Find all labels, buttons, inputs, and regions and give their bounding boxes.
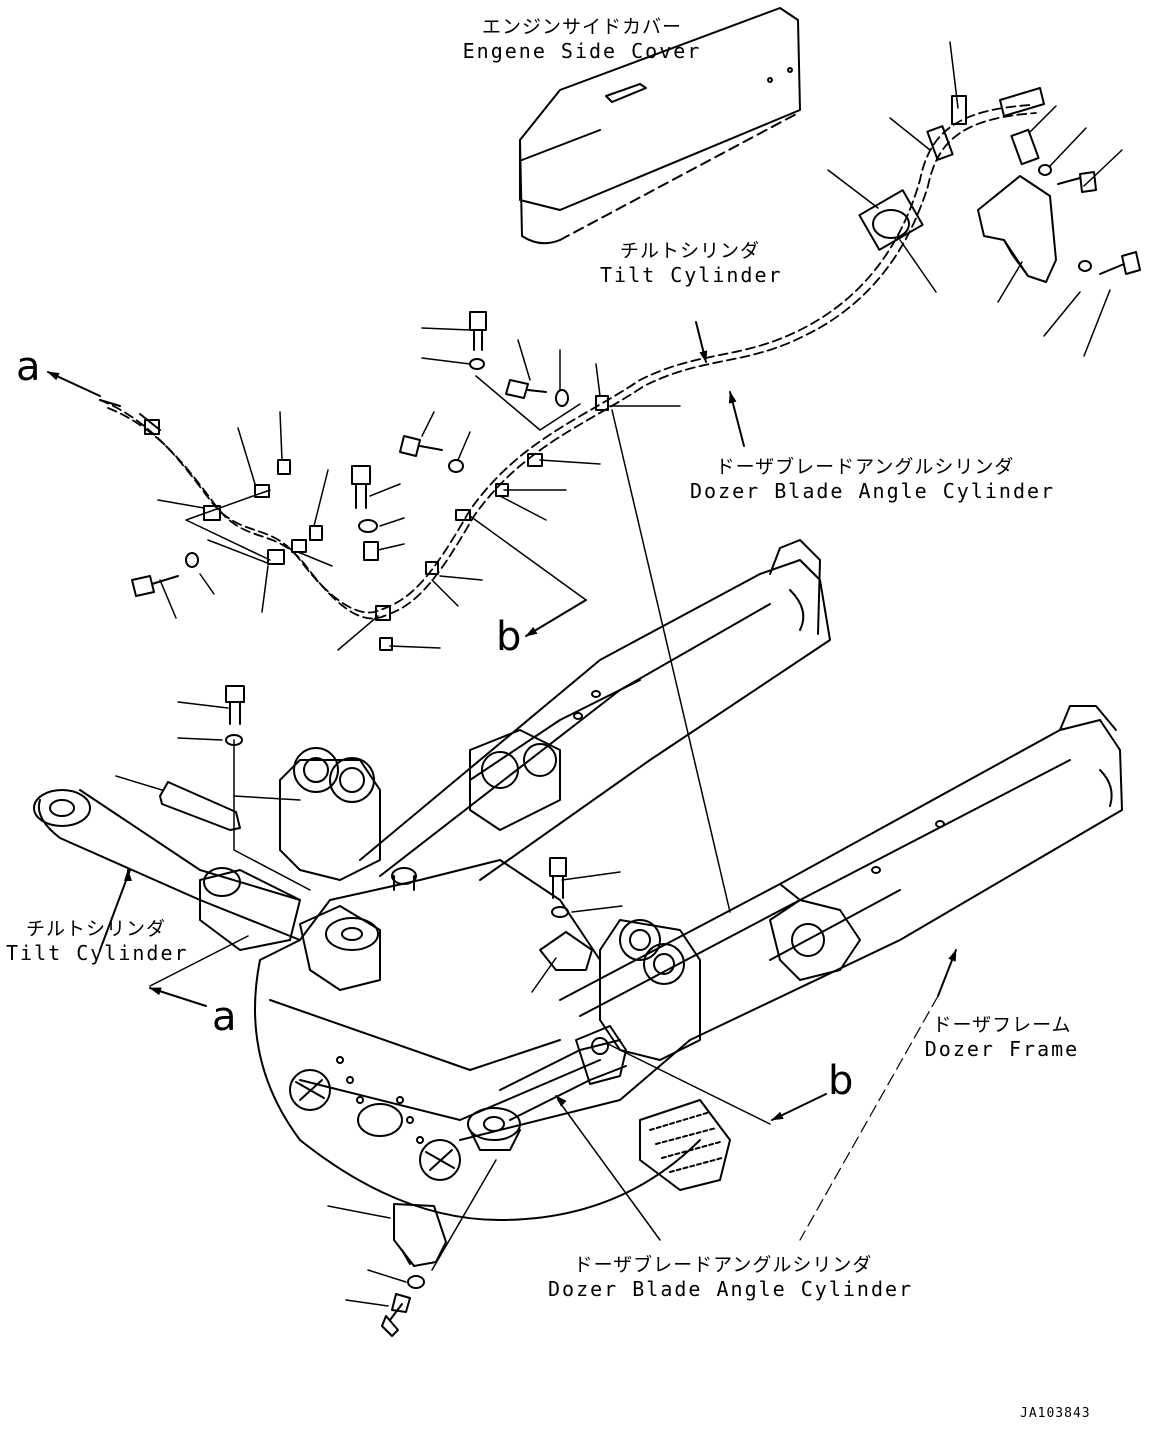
clamps <box>203 395 609 651</box>
dozer-frame-jp: ドーザフレーム <box>932 1014 1072 1036</box>
engine-side-cover-en: Engene Side Cover <box>462 39 702 63</box>
lower-parts <box>159 685 593 1337</box>
dozer-blade-angle-bottom-jp: ドーザブレードアングルシリンダ <box>573 1254 873 1276</box>
dozer-frame-label: ドーザフレーム Dozer Frame <box>922 1010 1082 1061</box>
ref-b-bottom: b <box>828 1058 854 1104</box>
hose-bracket <box>977 175 1057 283</box>
dozer-blade-angle-top-label: ドーザブレードアングルシリンダ Dozer Blade Angle Cylind… <box>690 452 1056 503</box>
leader-lines <box>115 41 1123 1307</box>
tilt-cylinder-top-label: チルトシリンダ Tilt Cylinder <box>600 236 783 287</box>
dozer-frame-en: Dozer Frame <box>924 1037 1080 1061</box>
dozer-blade-angle-cylinder <box>467 1025 627 1151</box>
dozer-frame <box>254 539 1123 1221</box>
hose-fittings <box>99 87 1045 435</box>
tilt-cylinder-top-en: Tilt Cylinder <box>600 263 783 287</box>
dozer-blade-angle-top-en: Dozer Blade Angle Cylinder <box>690 479 1056 503</box>
bolts-hose-assembly <box>131 311 569 597</box>
tilt-cylinder-left-jp: チルトシリンダ <box>25 918 166 940</box>
tilt-cylinder-left-en: Tilt Cylinder <box>6 941 189 965</box>
dozer-blade-angle-bottom-label: ドーザブレードアングルシリンダ Dozer Blade Angle Cylind… <box>548 1250 914 1301</box>
hydraulic-hose <box>99 104 1037 620</box>
dozer-blade-angle-top-jp: ドーザブレードアングルシリンダ <box>715 456 1015 478</box>
ref-a-top: a <box>16 344 41 390</box>
ref-b-middle: b <box>496 614 522 660</box>
tilt-cylinder-left-label: チルトシリンダ Tilt Cylinder <box>6 914 189 965</box>
tilt-cylinder <box>33 789 381 991</box>
drawing-code: JA103843 <box>1020 1406 1091 1421</box>
tilt-cylinder-top-jp: チルトシリンダ <box>619 240 760 262</box>
engine-side-cover-label: エンジンサイドカバー Engene Side Cover <box>462 12 702 63</box>
engine-side-cover <box>519 7 801 245</box>
ref-a-bottom: a <box>212 994 237 1040</box>
bolts-upper-right <box>1038 164 1141 275</box>
dozer-blade-angle-bottom-en: Dozer Blade Angle Cylinder <box>548 1277 914 1301</box>
engine-side-cover-jp: エンジンサイドカバー <box>481 16 682 38</box>
